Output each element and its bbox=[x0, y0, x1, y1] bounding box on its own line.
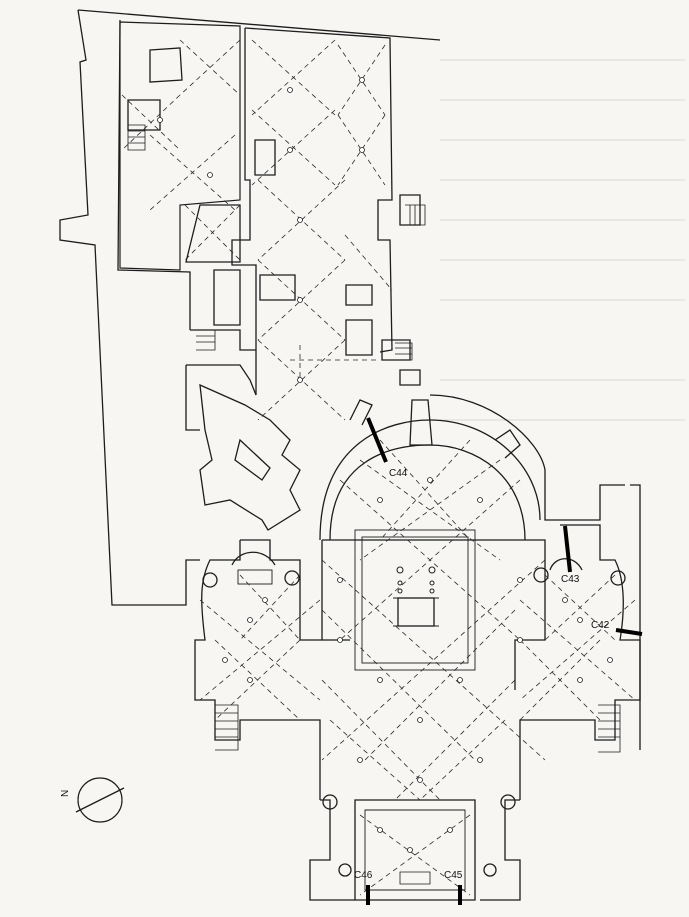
vault-key bbox=[207, 172, 213, 178]
vault-key bbox=[377, 677, 383, 683]
label-c42: C42 bbox=[591, 620, 610, 631]
vault-key bbox=[297, 297, 303, 303]
section-labels: C44 C43 C42 C46 C45 bbox=[354, 468, 610, 881]
vault-key bbox=[377, 827, 383, 833]
vault-key bbox=[287, 87, 293, 93]
vault-key bbox=[477, 757, 483, 763]
vault-key bbox=[337, 637, 343, 643]
section-markers bbox=[366, 417, 643, 905]
vault-key bbox=[157, 117, 163, 123]
vault-key bbox=[222, 657, 228, 663]
vault-key bbox=[517, 637, 523, 643]
label-c46: C46 bbox=[354, 870, 373, 881]
label-c43: C43 bbox=[561, 574, 580, 585]
vault-key bbox=[247, 617, 253, 623]
vault-key bbox=[297, 377, 303, 383]
paper-background bbox=[440, 59, 685, 421]
church-plan bbox=[194, 394, 641, 901]
vault-key bbox=[287, 147, 293, 153]
section-line-c43 bbox=[563, 525, 572, 573]
north-letter: N bbox=[60, 790, 71, 797]
vault-key bbox=[247, 677, 253, 683]
vault-key bbox=[427, 477, 433, 483]
section-line-c42 bbox=[615, 628, 643, 636]
vault-key bbox=[337, 577, 343, 583]
vault-key bbox=[357, 757, 363, 763]
site-boundary bbox=[59, 9, 441, 606]
vault-key bbox=[262, 597, 268, 603]
vault-key bbox=[562, 597, 568, 603]
section-line-c44 bbox=[366, 417, 388, 463]
vault-key bbox=[577, 617, 583, 623]
vault-keys bbox=[157, 77, 613, 853]
vault-key bbox=[417, 717, 423, 723]
vault-key bbox=[517, 577, 523, 583]
vault-key bbox=[359, 77, 365, 83]
vault-key bbox=[477, 497, 483, 503]
vault-key bbox=[407, 847, 413, 853]
vault-key bbox=[377, 497, 383, 503]
vault-key bbox=[457, 677, 463, 683]
label-c45: C45 bbox=[444, 870, 463, 881]
label-c44: C44 bbox=[389, 468, 408, 479]
vault-key bbox=[447, 827, 453, 833]
vault-key bbox=[417, 777, 423, 783]
vault-key bbox=[607, 657, 613, 663]
north-arrow-icon: N bbox=[60, 777, 125, 823]
north-stairs bbox=[127, 124, 426, 361]
vault-key bbox=[359, 147, 365, 153]
vault-key bbox=[297, 217, 303, 223]
north-wing-vaults bbox=[121, 39, 393, 421]
vault-key bbox=[577, 677, 583, 683]
north-wing bbox=[119, 21, 421, 531]
church-vaults bbox=[199, 439, 636, 896]
